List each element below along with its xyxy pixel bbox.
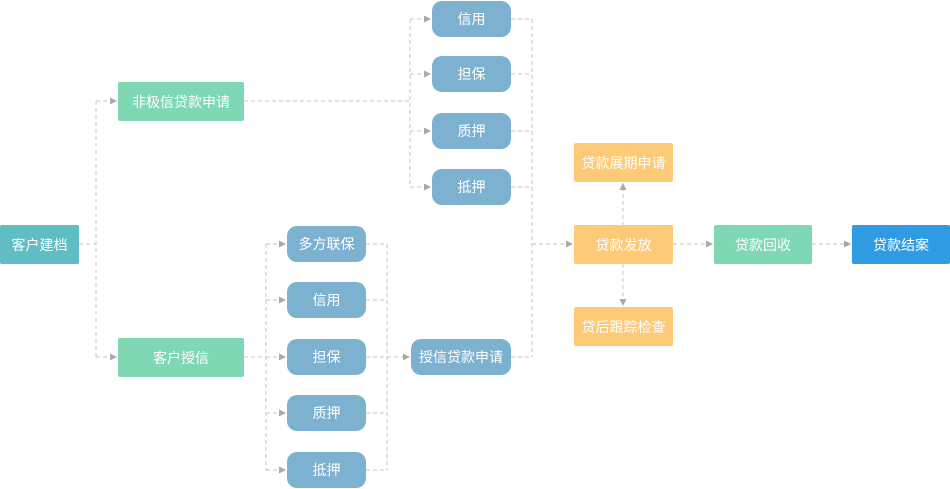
node-label: 质押: [457, 124, 486, 140]
node-label: 质押: [312, 406, 341, 422]
node-label: 客户授信: [153, 350, 209, 367]
node-label: 贷款发放: [595, 237, 652, 254]
node-label: 贷款结案: [873, 237, 929, 254]
node-post-loan-inspection: 贷后跟踪检查: [574, 307, 673, 346]
node-loan-disbursement: 贷款发放: [574, 225, 673, 264]
node-credit-loan-application: 授信贷款申请: [411, 339, 511, 375]
node-loan-recovery: 贷款回收: [714, 225, 812, 264]
node-joint-guarantee: 多方联保: [287, 226, 366, 262]
node-label: 贷款回收: [735, 237, 791, 254]
node-label: 贷款展期申请: [581, 155, 666, 172]
node-label: 担保: [457, 67, 486, 83]
node-label: 担保: [312, 350, 341, 366]
node-top-pledge: 质押: [432, 113, 511, 149]
node-label: 非极信贷款申请: [132, 94, 230, 111]
node-label: 信用: [312, 293, 341, 309]
node-bottom-pledge: 质押: [287, 395, 366, 431]
node-bottom-guarantee: 担保: [287, 339, 366, 375]
node-non-credit-loan-application: 非极信贷款申请: [118, 82, 244, 121]
node-loan-settlement: 贷款结案: [852, 225, 950, 264]
node-top-credit: 信用: [432, 1, 511, 37]
node-bottom-credit: 信用: [287, 282, 366, 318]
node-label: 贷后跟踪检查: [581, 319, 666, 336]
node-top-mortgage: 抵押: [432, 169, 511, 205]
node-top-guarantee: 担保: [432, 56, 511, 92]
node-customer-archive: 客户建档: [0, 225, 79, 264]
node-label: 抵押: [457, 180, 486, 196]
node-label: 信用: [457, 12, 486, 28]
node-customer-credit: 客户授信: [118, 338, 244, 377]
node-bottom-mortgage: 抵押: [287, 452, 366, 488]
node-label: 授信贷款申请: [419, 350, 503, 366]
node-label: 多方联保: [298, 237, 355, 253]
node-loan-extension-application: 贷款展期申请: [574, 143, 673, 182]
node-label: 客户建档: [11, 237, 68, 254]
node-label: 抵押: [312, 463, 341, 479]
